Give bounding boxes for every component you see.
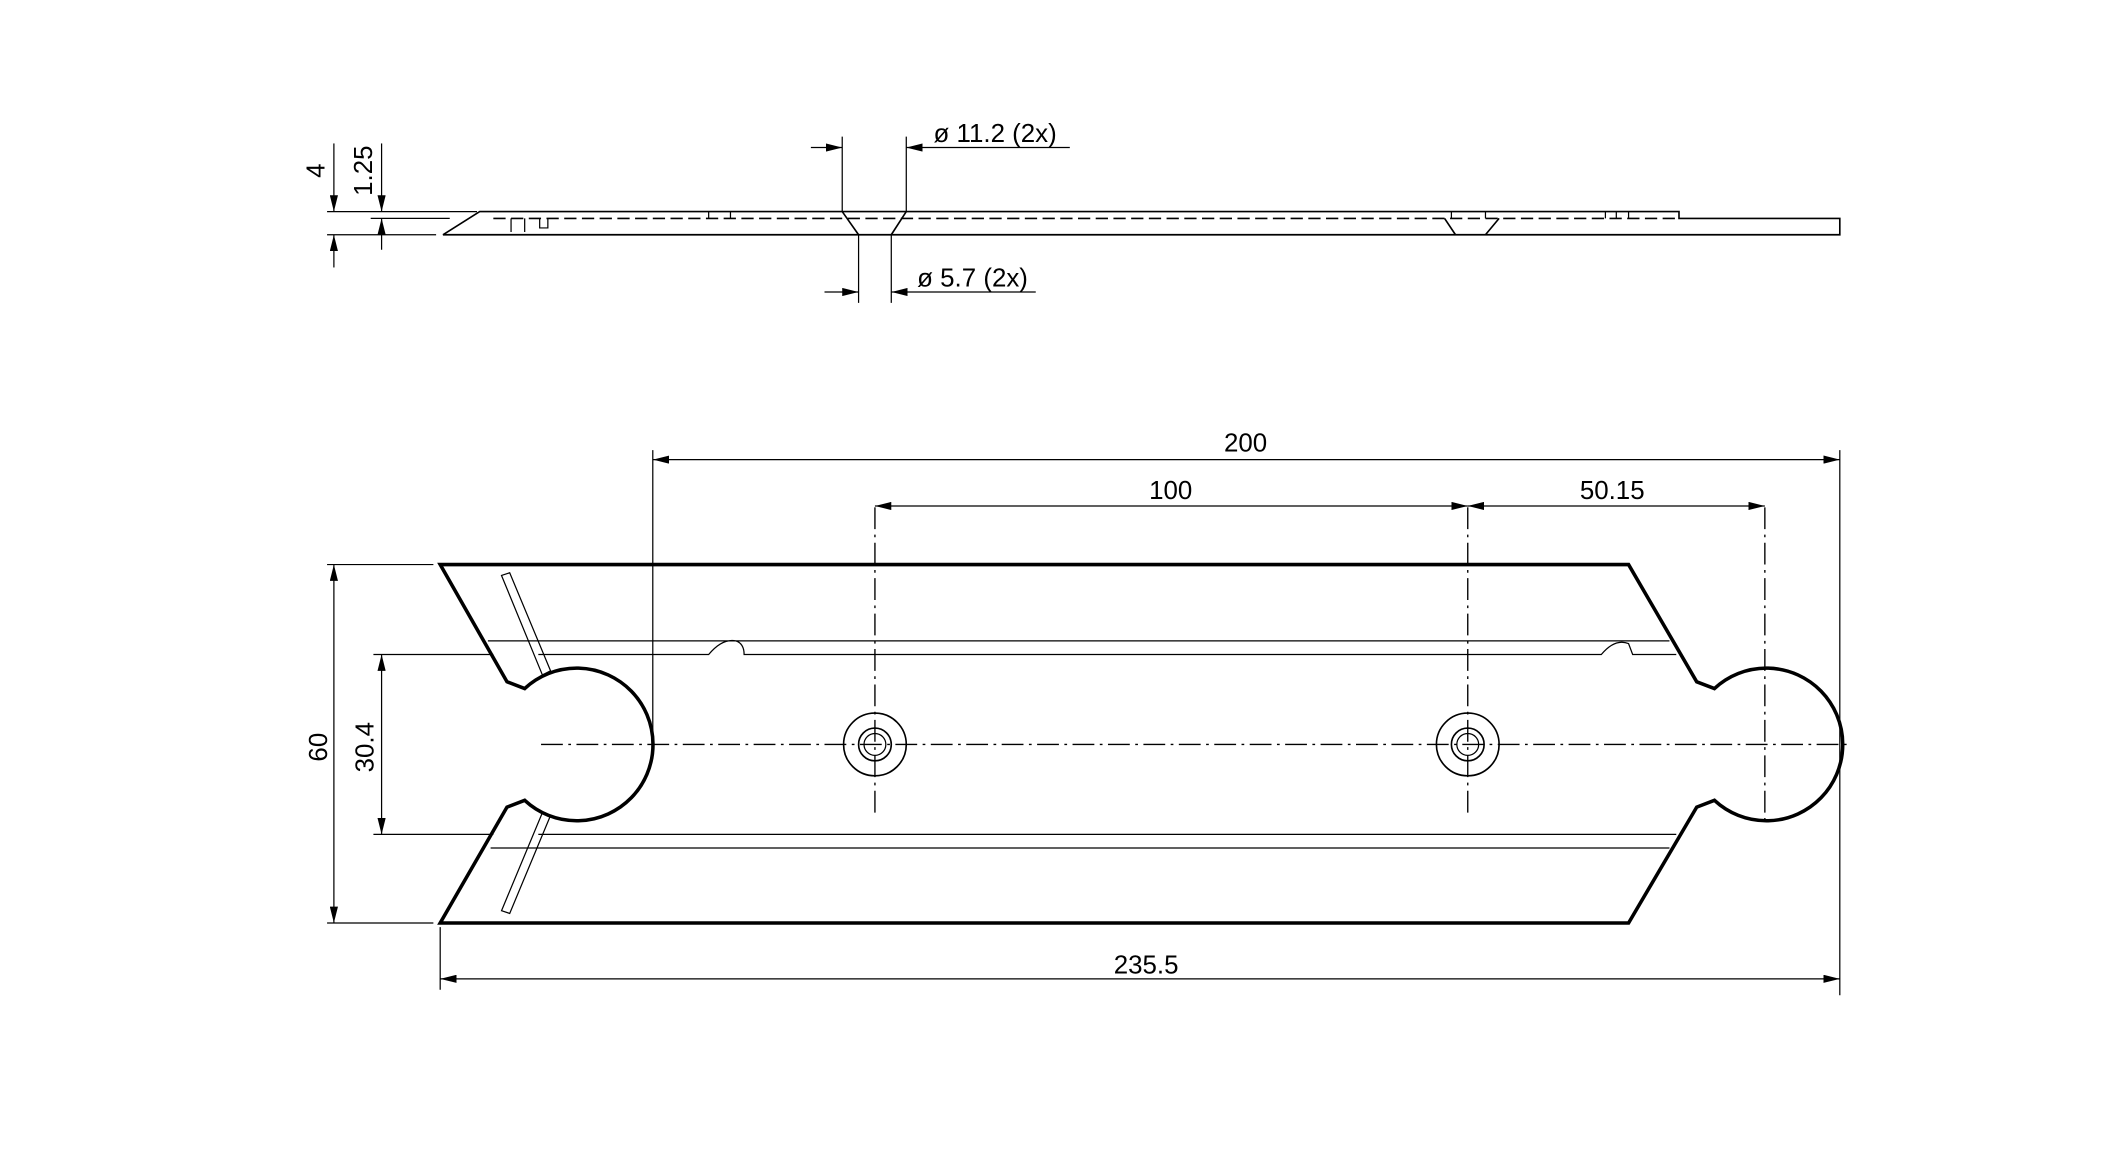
side-profile (442, 210, 1841, 236)
dim-text-1-25: 1.25 (350, 146, 378, 196)
dim-text-5-7: ø 5.7 (2x) (917, 265, 1028, 293)
hole-extension-lines (857, 234, 892, 303)
dim-text-200: 200 (1224, 429, 1267, 457)
top-view: 200 100 50.15 235.5 60 30.4 (305, 429, 1851, 996)
dim-text-100: 100 (1149, 477, 1192, 505)
dim-text-235-5: 235.5 (1114, 951, 1179, 979)
side-view: 4 1.25 ø 11.2 (2x) ø 5.7 (2x) (302, 120, 1841, 303)
dim-text-30-4: 30.4 (351, 722, 379, 772)
side-extension-lines (327, 210, 477, 236)
inner-rails (487, 639, 1677, 849)
dim-text-60: 60 (305, 733, 333, 762)
plate-outline (437, 562, 1845, 925)
dim-text-4: 4 (302, 164, 330, 178)
countersink-extension-lines (841, 136, 907, 212)
dim-text-11-2: ø 11.2 (2x) (934, 120, 1057, 148)
side-details (510, 211, 1630, 233)
slanted-bars (500, 571, 552, 915)
extension-lines (327, 450, 1841, 996)
countersink-profiles (841, 211, 1500, 236)
dim-text-50-15: 50.15 (1580, 477, 1645, 505)
